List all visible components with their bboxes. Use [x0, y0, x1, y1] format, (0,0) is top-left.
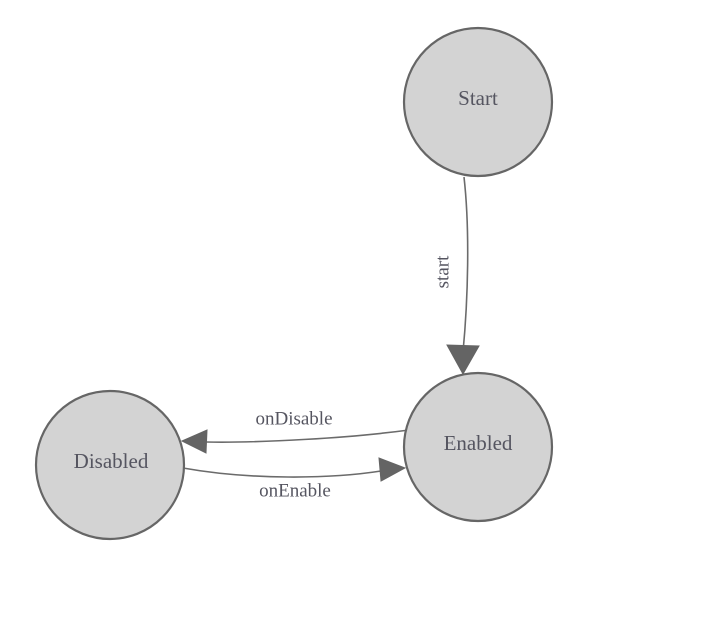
edge-disabled-to-enabled[interactable]: onEnable: [182, 457, 407, 501]
arrowhead-icon-start-to-enabled: [446, 344, 480, 376]
state-node-disabled-shape: [34, 389, 186, 541]
state-node-enabled-shape: [402, 371, 554, 523]
state-node-disabled-label: Disabled: [74, 449, 149, 473]
edge-group: start onDisable onEnable: [180, 176, 480, 501]
edge-path-enabled-to-disabled: [205, 429, 410, 443]
node-group: Start Enabled Disabled: [34, 26, 554, 541]
arrowhead-icon-disabled-to-enabled: [378, 457, 407, 482]
edge-label-on-disable: onDisable: [255, 408, 332, 429]
state-node-start[interactable]: Start: [402, 26, 554, 178]
state-node-start-label: Start: [458, 86, 498, 110]
state-node-enabled[interactable]: Enabled: [402, 371, 554, 523]
edge-label-on-enable: onEnable: [259, 480, 331, 501]
edge-path-start-to-enabled: [462, 176, 469, 353]
state-node-disabled[interactable]: Disabled: [34, 389, 186, 541]
edge-enabled-to-disabled[interactable]: onDisable: [180, 408, 410, 454]
arrowhead-icon-enabled-to-disabled: [180, 429, 208, 454]
edge-path-disabled-to-enabled: [182, 467, 382, 478]
state-node-start-shape: [402, 26, 554, 178]
edge-start-to-enabled[interactable]: start: [432, 176, 480, 376]
state-node-enabled-label: Enabled: [444, 431, 513, 455]
edge-label-start: start: [432, 255, 453, 288]
